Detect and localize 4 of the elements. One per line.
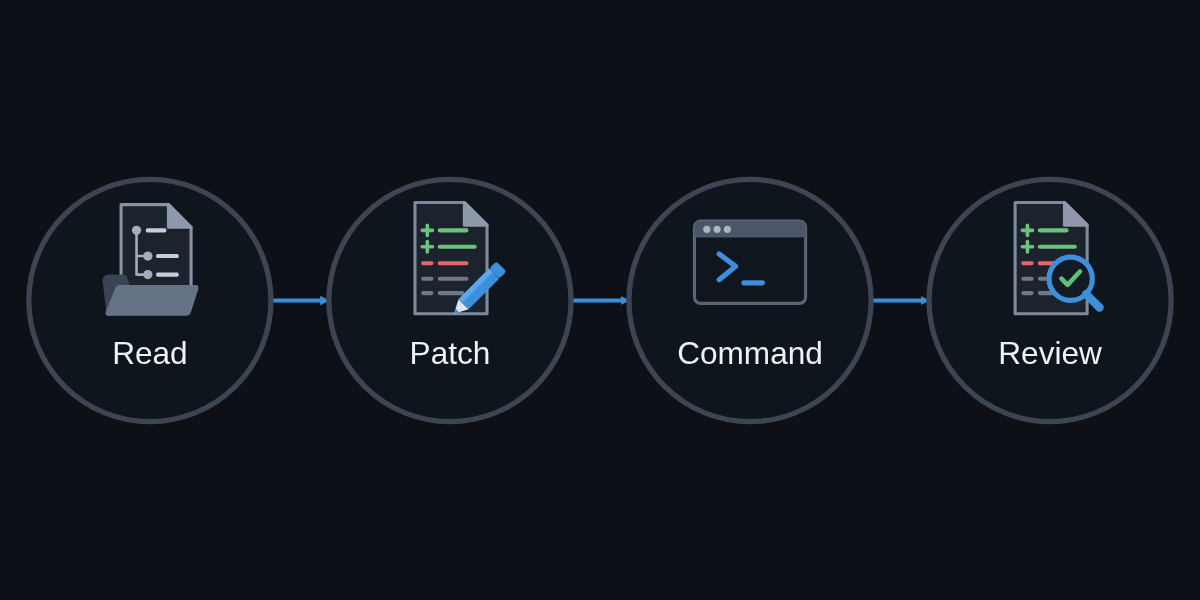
node-circle: Review <box>926 176 1174 424</box>
node-circle: Read <box>26 176 274 424</box>
node-circle: Patch <box>326 176 574 424</box>
node-circle: Command <box>626 176 874 424</box>
